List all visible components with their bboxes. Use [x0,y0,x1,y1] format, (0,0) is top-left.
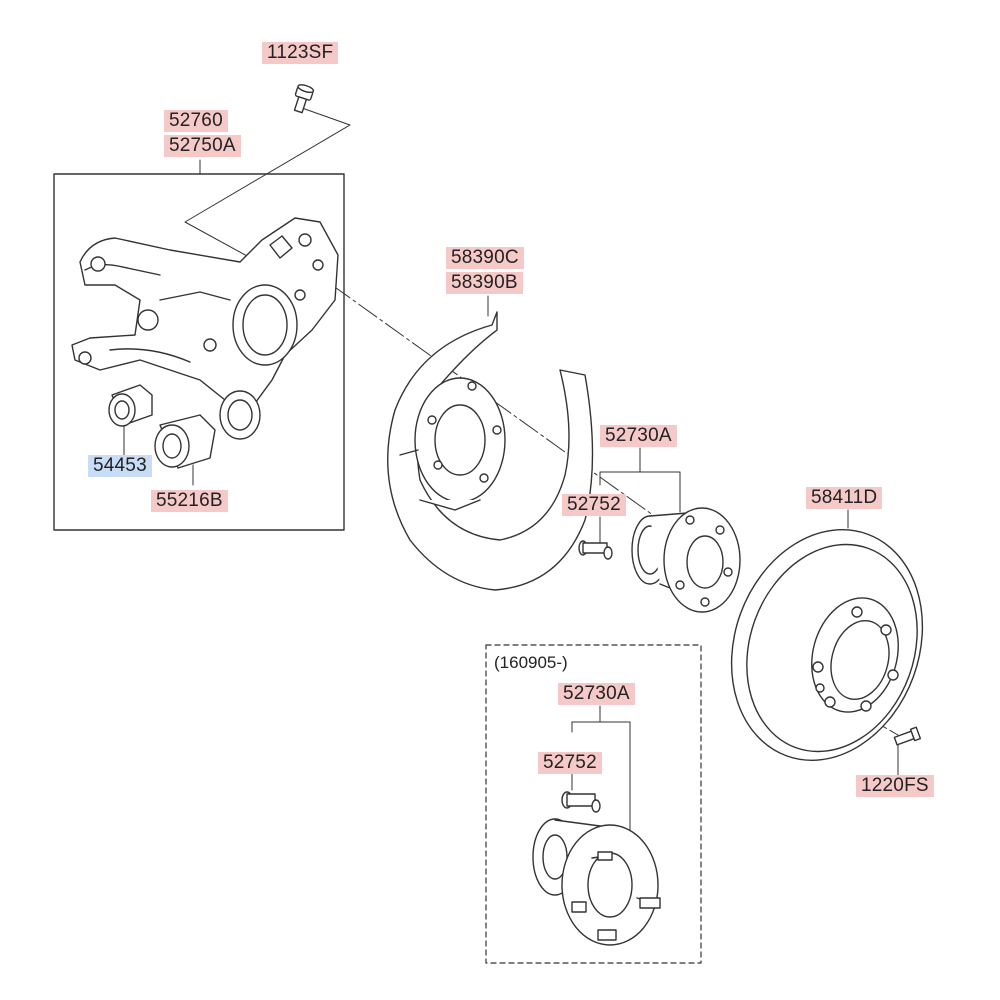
bolt-52752-drawing[interactable] [578,540,613,560]
brake-disc-drawing[interactable] [700,503,954,788]
label-55216b[interactable]: 55216B [151,490,228,512]
label-52752[interactable]: 52752 [562,494,626,516]
label-58411d[interactable]: 58411D [806,487,883,509]
knuckle-drawing[interactable] [71,217,339,440]
label-52750a[interactable]: 52750A [164,135,241,157]
label-54453[interactable]: 54453 [88,455,152,477]
bushing-55216b-drawing[interactable] [154,414,216,469]
label-58390c[interactable]: 58390C [446,247,524,269]
label-alt-52730a[interactable]: 52730A [558,683,635,705]
alt-range-note: (160905-) [494,653,568,672]
label-1123sf[interactable]: 1123SF [262,42,339,64]
label-52730a[interactable]: 52730A [600,425,677,447]
hub-bearing-drawing[interactable] [631,507,741,613]
dust-cover-drawing[interactable] [387,311,594,591]
screw-1220fs-drawing[interactable] [893,726,922,746]
label-58390b[interactable]: 58390B [446,272,523,294]
label-52760[interactable]: 52760 [164,110,228,132]
knuckle-group-frame [53,173,345,531]
alternate-hub-frame [485,644,702,964]
alt-bolt-drawing[interactable] [561,791,601,813]
label-1220fs[interactable]: 1220FS [856,775,934,797]
bolt-1123sf-drawing[interactable] [291,83,315,114]
label-alt-52752[interactable]: 52752 [538,752,602,774]
bushing-54453-drawing[interactable] [108,384,153,427]
alt-hub-drawing[interactable] [532,818,661,946]
